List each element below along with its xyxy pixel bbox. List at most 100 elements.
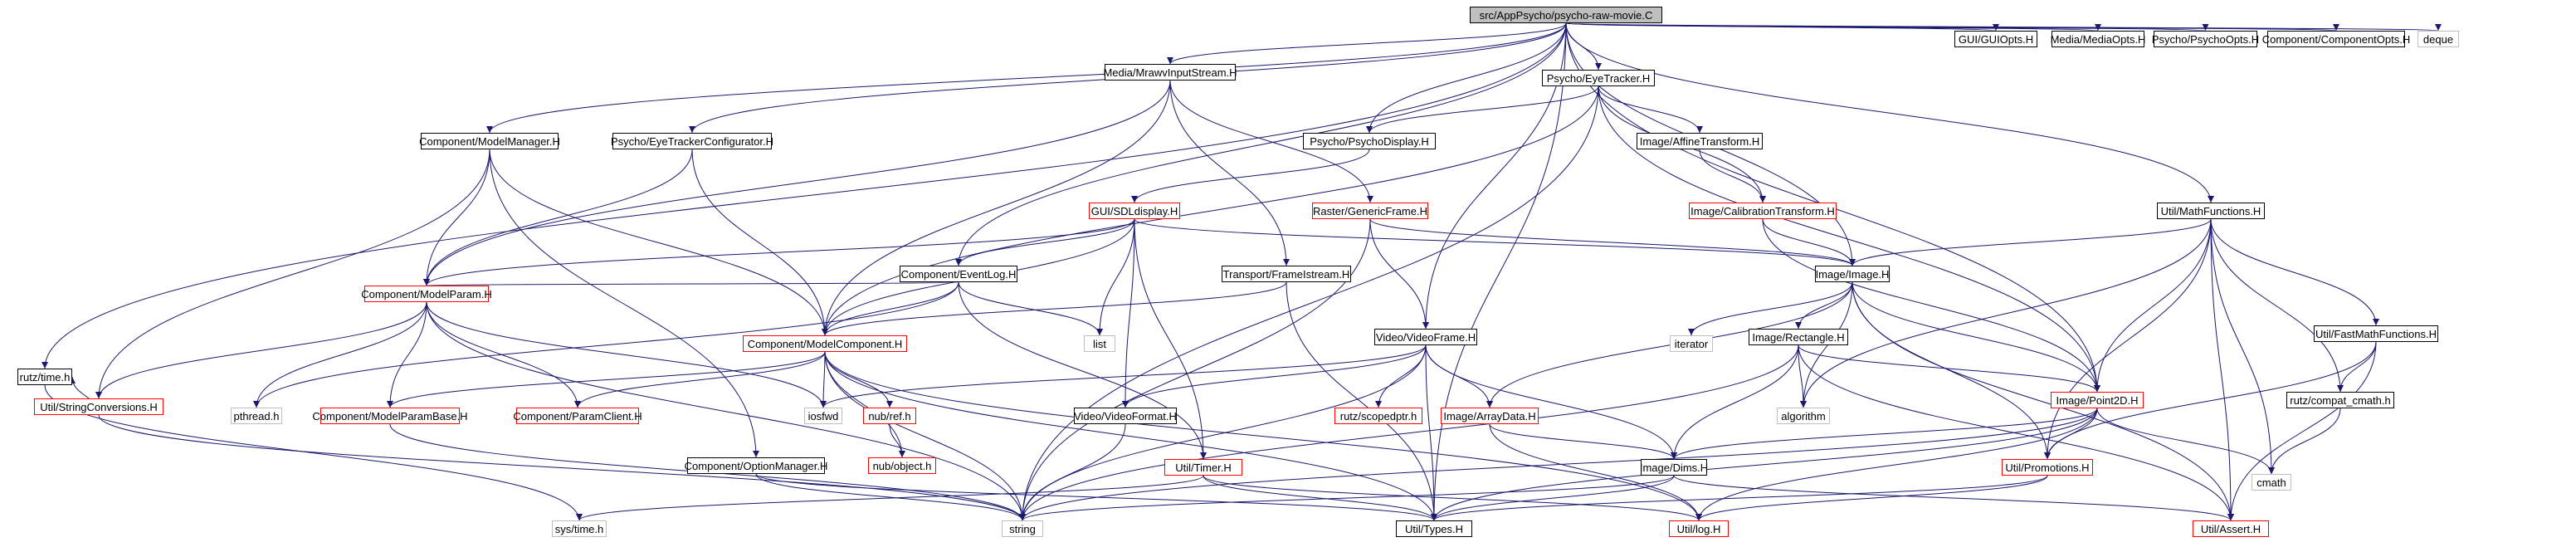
node-log[interactable]: Util/log.H	[1669, 520, 1729, 537]
edge-eventlog-to-pthread	[253, 281, 959, 408]
node-label: Image/Point2D.H	[2056, 393, 2139, 407]
node-mathfn[interactable]: Util/MathFunctions.H	[2157, 203, 2265, 219]
node-scopedptr[interactable]: rutz/scopedptr.h	[1334, 408, 1422, 424]
node-eyetrackcfg[interactable]: Psycho/EyeTrackerConfigurator.H	[610, 133, 774, 149]
node-label: Util/Promotions.H	[2005, 461, 2090, 474]
edge-timer-to-systime	[576, 475, 1204, 521]
node-list[interactable]: list	[1084, 335, 1115, 352]
edge-eventlog-to-modelparam	[425, 278, 959, 286]
node-videoformat[interactable]: Video/VideoFormat.H	[1074, 408, 1177, 424]
edge-modelcomp-to-modelparambase	[387, 351, 826, 408]
node-videoframe[interactable]: Video/VideoFrame.H	[1374, 329, 1477, 345]
edge-image-to-assert	[1852, 281, 2234, 521]
edge-optionmanager-to-types	[755, 473, 1437, 521]
node-timer[interactable]: Util/Timer.H	[1164, 459, 1242, 476]
edge-rectangle-to-dims	[1671, 344, 1799, 460]
edge-arraydata-to-dims	[1489, 423, 1677, 460]
node-label: Util/FastMathFunctions.H	[2315, 327, 2437, 340]
edge-modelparam-to-strconv	[95, 301, 427, 399]
node-dims[interactable]: Image/Dims.H	[1640, 459, 1708, 476]
node-ttime[interactable]: rutz/time.h	[17, 369, 72, 385]
node-types[interactable]: Util/Types.H	[1396, 520, 1472, 537]
node-point2d[interactable]: Image/Point2D.H	[2051, 392, 2144, 408]
node-optionmanager[interactable]: Component/OptionManager.H	[684, 457, 828, 474]
node-affine[interactable]: Image/AffineTransform.H	[1637, 133, 1763, 149]
edge-fastmath-to-compatcmath	[2337, 341, 2377, 393]
node-label: Video/VideoFormat.H	[1074, 409, 1177, 422]
node-label: Psycho/PsychoOpts.H	[2151, 32, 2260, 46]
node-rectangle[interactable]: Image/Rectangle.H	[1749, 329, 1848, 345]
edge-compatcmath-to-cmath	[2268, 408, 2341, 475]
node-calib[interactable]: Image/CalibrationTransform.H	[1689, 203, 1837, 219]
node-label: Component/OptionManager.H	[684, 459, 828, 472]
node-assert[interactable]: Util/Assert.H	[2193, 520, 2269, 537]
node-label: Component/ModelParam.H	[361, 287, 492, 300]
node-label: iosfwd	[807, 409, 839, 422]
node-genericframe[interactable]: Raster/GenericFrame.H	[1312, 203, 1428, 219]
node-pthread[interactable]: pthread.h	[231, 408, 282, 424]
node-label: GUI/GUIOpts.H	[1958, 32, 2034, 46]
node-deque[interactable]: deque	[2417, 31, 2459, 47]
node-label: Component/ModelComponent.H	[747, 337, 903, 350]
node-nubobject[interactable]: nub/object.h	[868, 457, 936, 474]
node-eventlog[interactable]: Component/EventLog.H	[900, 266, 1017, 282]
edge-modelparam-to-paramclient	[426, 301, 581, 408]
edge-sdldisplay-to-eventlog	[955, 218, 1135, 266]
node-frameistream[interactable]: Transport/FrameIstream.H	[1222, 266, 1351, 282]
node-psychoopts[interactable]: Psycho/PsychoOpts.H	[2151, 31, 2260, 47]
node-label: Image/CalibrationTransform.H	[1690, 204, 1835, 217]
edge-root-to-mathfn	[1565, 22, 2214, 203]
node-label: Psycho/EyeTrackerConfigurator.H	[610, 134, 774, 148]
node-eyetracker[interactable]: Psycho/EyeTracker.H	[1542, 70, 1655, 86]
node-label: Component/ModelParamBase.H	[312, 409, 468, 422]
node-nubref[interactable]: nub/ref.h	[863, 408, 916, 424]
node-modelparambase[interactable]: Component/ModelParamBase.H	[312, 408, 468, 424]
node-iterator[interactable]: iterator	[1670, 335, 1713, 352]
edge-mrawv-to-genericframe	[1169, 80, 1373, 203]
edge-modelparam-to-modelparambase	[387, 301, 427, 408]
node-psychodisplay[interactable]: Psycho/PsychoDisplay.H	[1303, 133, 1436, 149]
node-iosfwd[interactable]: iosfwd	[804, 408, 842, 424]
node-strconv[interactable]: Util/StringConversions.H	[34, 398, 163, 415]
node-compatcmath[interactable]: rutz/compat_cmath.h	[2286, 392, 2394, 408]
node-label: Component/ParamClient.H	[513, 409, 642, 422]
node-algorithm[interactable]: algorithm	[1777, 408, 1830, 424]
node-label: rutz/time.h	[19, 370, 71, 383]
edge-calib-to-point2d	[1762, 218, 2100, 393]
node-compopts[interactable]: Component/ComponentOpts.H	[2262, 31, 2410, 47]
node-guiopts[interactable]: GUI/GUIOpts.H	[1954, 31, 2037, 47]
node-sdldisplay[interactable]: GUI/SDLdisplay.H	[1089, 203, 1180, 219]
node-arraydata[interactable]: Image/ArrayData.H	[1441, 408, 1539, 424]
node-modelcomp[interactable]: Component/ModelComponent.H	[743, 335, 907, 352]
node-paramclient[interactable]: Component/ParamClient.H	[513, 408, 642, 424]
edge-mathfn-to-image	[1849, 218, 2212, 266]
node-label: Util/Timer.H	[1175, 461, 1232, 474]
node-image[interactable]: Image/Image.H	[1815, 266, 1890, 282]
node-fastmath[interactable]: Util/FastMathFunctions.H	[2314, 325, 2438, 342]
node-mediaopts[interactable]: Media/MediaOpts.H	[2050, 31, 2146, 47]
node-mrawv[interactable]: Media/MrawvInputStream.H	[1103, 64, 1237, 81]
node-label: deque	[2422, 32, 2454, 46]
edge-sdldisplay-to-modelparam	[423, 218, 1135, 286]
node-string[interactable]: string	[1002, 520, 1043, 537]
edge-mathfn-to-promotions	[2044, 218, 2212, 460]
edge-mathfn-to-assert	[2210, 218, 2234, 521]
edge-videoframe-to-iosfwd	[820, 344, 1427, 408]
node-modelmanager[interactable]: Component/ModelManager.H	[419, 133, 560, 149]
edge-root-to-modelmanager	[486, 22, 1567, 134]
edge-modelcomp-to-paramclient	[574, 351, 826, 408]
edge-root-to-types	[1431, 22, 1567, 521]
node-modelparam[interactable]: Component/ModelParam.H	[361, 286, 492, 302]
node-label: Util/Assert.H	[2200, 522, 2261, 535]
edge-mathfn-to-point2d	[2094, 218, 2212, 393]
node-label: Media/MediaOpts.H	[2050, 32, 2146, 46]
node-label: Component/ModelManager.H	[419, 134, 560, 148]
node-cmath[interactable]: cmath	[2252, 474, 2291, 491]
edge-sdldisplay-to-image	[1134, 218, 1856, 266]
node-label: Util/log.H	[1676, 522, 1721, 535]
node-promotions[interactable]: Util/Promotions.H	[2002, 459, 2093, 476]
edge-frameistream-to-types	[1286, 281, 1437, 521]
node-systime[interactable]: sys/time.h	[552, 520, 607, 537]
edge-eyetracker-to-affine	[1598, 85, 1703, 134]
node-label: Image/AffineTransform.H	[1639, 134, 1760, 148]
